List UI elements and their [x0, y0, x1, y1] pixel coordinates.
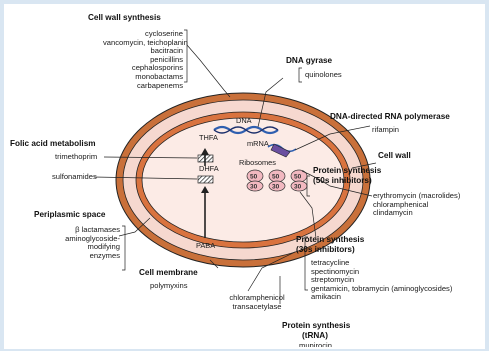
periplasmic-list: β lactamases aminoglycoside- modifying e…	[20, 226, 120, 260]
trna-title: Protein synthesis	[282, 322, 350, 331]
trna-subtitle: (tRNA)	[302, 332, 328, 341]
drug-clindamycin: clindamycin	[373, 209, 460, 218]
ribosome-3: 50 30	[291, 170, 307, 191]
ps30-drug-list: tetracycline spectinomycin streptomycin …	[311, 259, 452, 302]
dna-label: DNA	[236, 117, 252, 126]
ps50-subtitle: (50s inhibitors)	[313, 177, 372, 186]
item-transacetylase: transacetylase	[224, 303, 290, 312]
transacetylase-label: chloramphenicol transacetylase	[224, 294, 290, 311]
sulfonamide-block	[198, 176, 213, 183]
ribosome-2-50: 50	[272, 174, 280, 181]
dhfa-label: DHFA	[199, 165, 219, 174]
ps30-subtitle: (30s inhibitors)	[296, 246, 355, 255]
drug-amikacin: amikacin	[311, 293, 452, 302]
cell-wall-synthesis-title: Cell wall synthesis	[88, 14, 161, 23]
ribosome-3-30: 30	[294, 184, 302, 191]
rna-polymerase-title: DNA-directed RNA polymerase	[330, 113, 450, 122]
drug-rifampin: rifampin	[372, 126, 399, 135]
folic-acid-title: Folic acid metabolism	[10, 140, 96, 149]
ribosome-3-50: 50	[294, 174, 302, 181]
ps50-title: Protein synthesis	[313, 167, 381, 176]
cell-wall-label: Cell wall	[378, 152, 411, 161]
paba-label: PABA	[196, 242, 215, 251]
drug-sulfonamides: sulfonamides	[52, 173, 97, 182]
drug-polymyxins: polymyxins	[150, 282, 188, 291]
drug-quinolones: quinolones	[305, 71, 342, 80]
cell-wall-drug-list: cycloserine vancomycin, teichoplanin bac…	[103, 30, 183, 90]
dna-gyrase-title: DNA gyrase	[286, 57, 332, 66]
ribosome-2-30: 30	[272, 184, 280, 191]
thfa-label: THFA	[199, 134, 218, 143]
mrna-label: mRNA	[247, 140, 269, 149]
ribosome-1: 50 30	[247, 170, 263, 191]
periplasmic-space-title: Periplasmic space	[34, 211, 105, 220]
ribosome-2: 50 30	[269, 170, 285, 191]
drug-carbapenems: carbapenems	[103, 82, 183, 91]
ribosome-1-30: 30	[250, 184, 258, 191]
ps50-drug-list: erythromycin (macrolides) chloramphenica…	[373, 192, 460, 218]
cell-membrane-title: Cell membrane	[139, 269, 198, 278]
ribosomes-label: Ribosomes	[239, 159, 276, 168]
ribosome-1-50: 50	[250, 174, 258, 181]
item-enzymes: enzymes	[20, 252, 120, 261]
drug-mupirocin: mupirocin	[299, 342, 332, 347]
drug-trimethoprim: trimethoprim	[55, 153, 97, 162]
ps30-title: Protein synthesis	[296, 236, 364, 245]
